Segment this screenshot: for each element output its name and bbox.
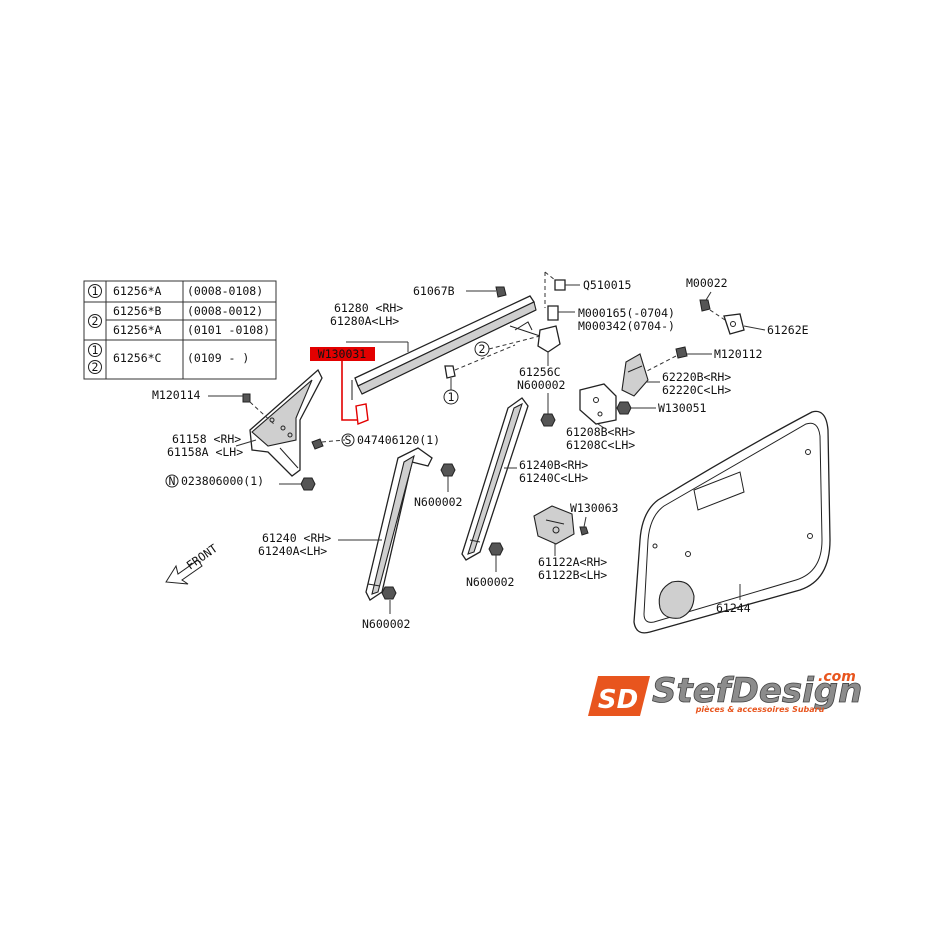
label-61280a: 61280A<LH> xyxy=(330,314,399,328)
logo-initials: SD xyxy=(598,685,638,715)
bracket-61262e xyxy=(723,313,766,335)
weatherstrip-61280 xyxy=(351,295,537,400)
table-marker-2: 2 xyxy=(92,314,99,328)
marker-s: S xyxy=(345,433,352,447)
label-61256c: 61256C xyxy=(519,365,561,379)
label-q510015: Q510015 xyxy=(583,278,631,292)
label-61067b: 61067B xyxy=(413,284,455,298)
nut-w130063 xyxy=(579,516,589,536)
bolt-q510015 xyxy=(544,271,580,308)
nut-023806000 xyxy=(279,477,316,491)
screw-m120114 xyxy=(208,393,276,426)
label-w130063: W130063 xyxy=(570,501,619,515)
label-61280: 61280 <RH> xyxy=(334,301,403,315)
label-61244: 61244 xyxy=(716,601,751,615)
label-61240a: 61240A<LH> xyxy=(258,544,327,558)
label-front: FRONT xyxy=(184,541,220,572)
label-n600002-c: N600002 xyxy=(466,575,514,589)
table-date: (0101 -0108) xyxy=(187,323,270,337)
label-w130051: W130051 xyxy=(658,401,707,415)
label-62220b: 62220B<RH> xyxy=(662,370,731,384)
door-panel-61244 xyxy=(633,410,831,634)
table-part: 61256*C xyxy=(113,351,162,365)
front-sash-61240 xyxy=(365,447,433,601)
front-sash-bracket-61158 xyxy=(249,368,323,477)
label-62220c: 62220C<LH> xyxy=(662,383,731,397)
table-part: 61256*A xyxy=(113,323,162,337)
label-61240c: 61240C<LH> xyxy=(519,471,588,485)
label-m120114: M120114 xyxy=(152,388,201,402)
bolt-m000165 xyxy=(547,305,575,321)
bracket-61208b xyxy=(579,383,617,429)
logo-tagline: pièces & accessoires Subaru xyxy=(695,704,825,714)
label-m000342: M000342(0704-) xyxy=(578,319,675,333)
label-61208c: 61208C<LH> xyxy=(566,438,635,452)
label-n600002-d: N600002 xyxy=(362,617,410,631)
front-arrow-icon xyxy=(165,559,203,585)
applicability-table: 1 61256*A (0008-0108) 2 61256*B (0008-00… xyxy=(83,280,277,380)
table-date: (0008-0108) xyxy=(187,284,263,298)
stefdesign-logo: SD StefDesign .com pièces & accessoires … xyxy=(588,669,863,716)
label-61208b: 61208B<RH> xyxy=(566,425,635,439)
nut-w130051 xyxy=(616,401,656,415)
nut-n600002-a xyxy=(540,393,556,427)
nut-n600002-d xyxy=(381,586,397,614)
label-61158a: 61158A <LH> xyxy=(167,445,243,459)
label-m000165: M000165(-0704) xyxy=(578,306,675,320)
label-61240: 61240 <RH> xyxy=(262,531,331,545)
table-part: 61256*A xyxy=(113,284,162,298)
label-m00022: M00022 xyxy=(686,276,728,290)
label-n600002-a: N600002 xyxy=(517,378,565,392)
nut-n600002-b xyxy=(440,463,456,492)
table-marker-2: 2 xyxy=(92,360,99,374)
screw-047406120 xyxy=(311,433,355,450)
rear-sash-61240b xyxy=(461,397,529,561)
label-61262e: 61262E xyxy=(767,323,809,337)
check-61122a xyxy=(533,505,575,556)
label-w130031: W130031 xyxy=(318,347,367,361)
table-date: (0008-0012) xyxy=(187,304,263,318)
label-m120112: M120112 xyxy=(714,347,762,361)
nut-n600002-c xyxy=(488,542,504,572)
label-61240b: 61240B<RH> xyxy=(519,458,588,472)
highlight-w130031: W130031 xyxy=(310,347,375,425)
label-61158: 61158 <RH> xyxy=(172,432,241,446)
bracket-61256c xyxy=(509,321,561,366)
marker-2: 2 xyxy=(479,342,486,356)
logo-tld: .com xyxy=(818,669,856,685)
label-023806000: 023806000(1) xyxy=(181,474,264,488)
logo-name: StefDesign xyxy=(652,671,862,711)
table-part: 61256*B xyxy=(113,304,162,318)
table-marker-1: 1 xyxy=(92,284,99,298)
clip-marker-1 xyxy=(444,344,516,390)
label-61122a: 61122A<RH> xyxy=(538,555,607,569)
table-marker-1: 1 xyxy=(92,343,99,357)
marker-n: N xyxy=(169,474,176,488)
label-047406120: 047406120(1) xyxy=(357,433,440,447)
clip-61067b xyxy=(466,286,507,298)
marker-1: 1 xyxy=(448,390,455,404)
stopper-62220b xyxy=(621,353,660,397)
table-date: (0109 - ) xyxy=(187,351,249,365)
label-61122b: 61122B<LH> xyxy=(538,568,607,582)
screw-m120112 xyxy=(644,346,712,373)
label-n600002-b: N600002 xyxy=(414,495,462,509)
screw-m00022 xyxy=(699,291,726,321)
